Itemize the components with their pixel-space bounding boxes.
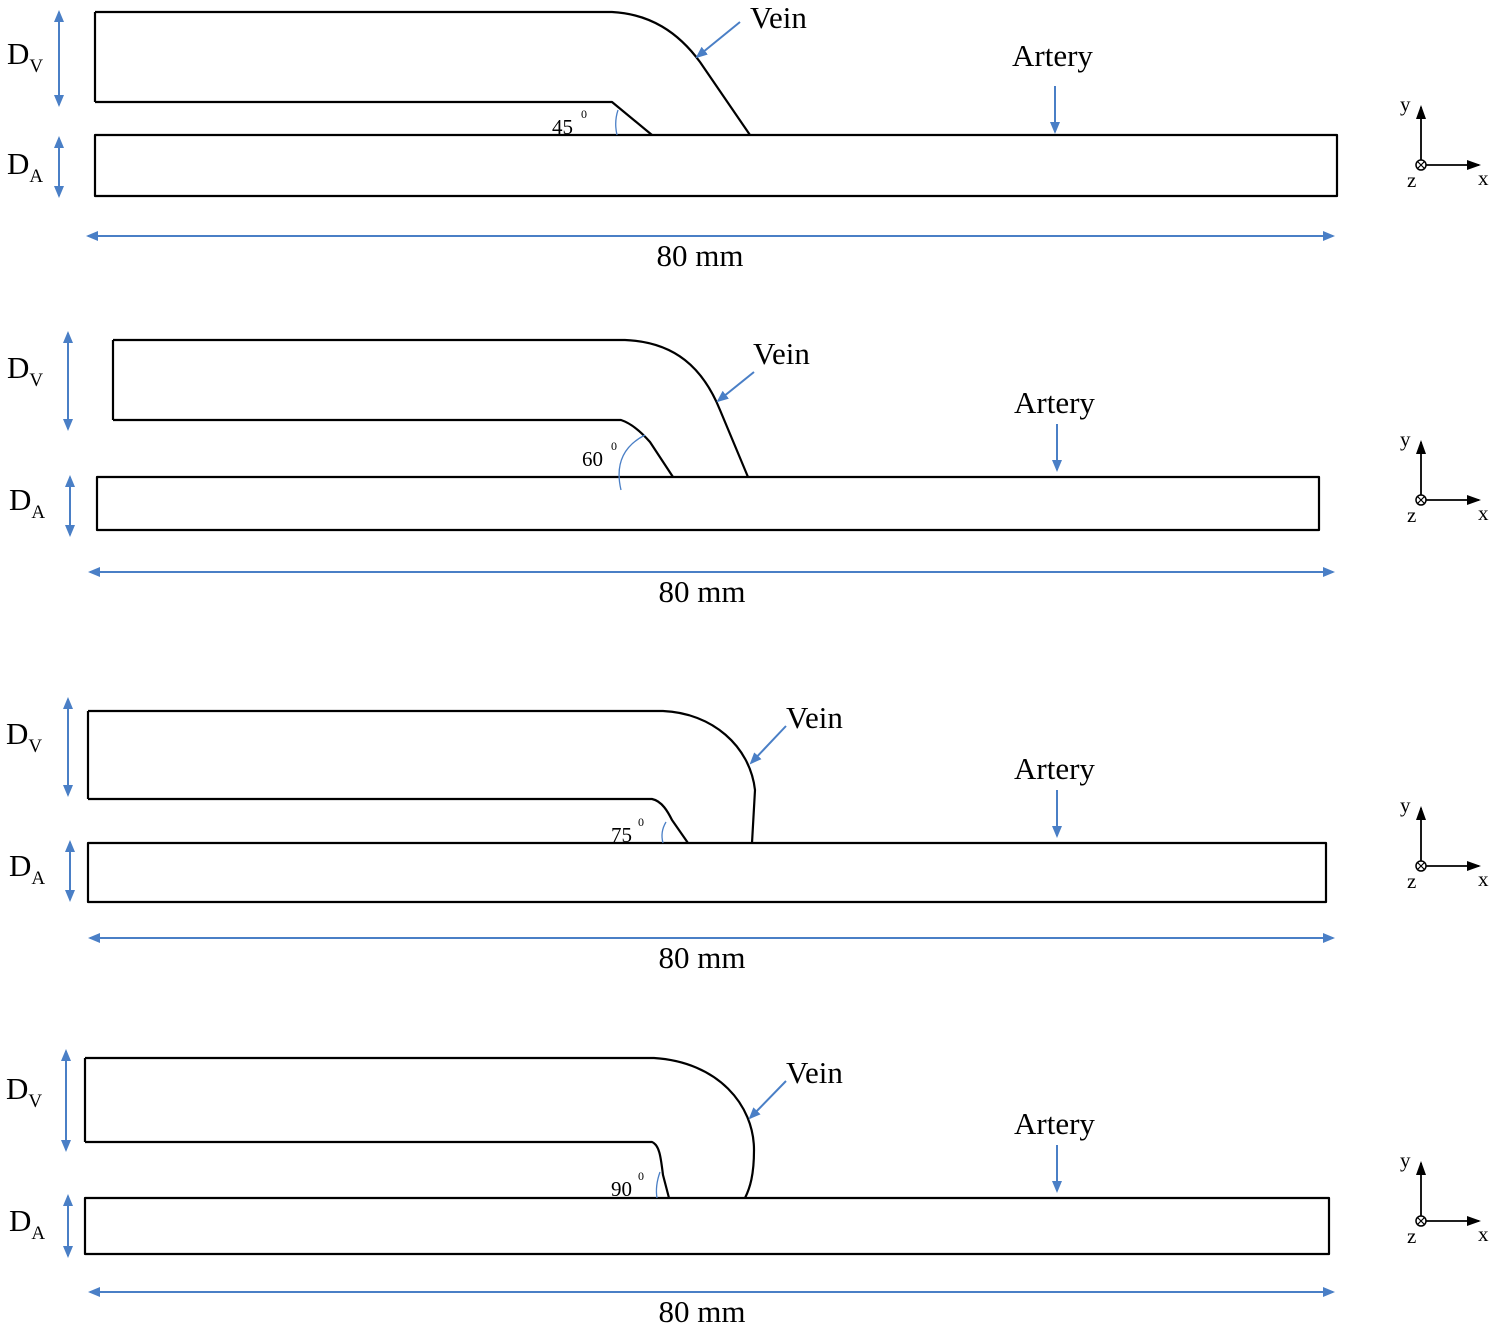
degree-superscript: 0 — [611, 439, 617, 453]
vein-diameter-label-subscript: V — [28, 736, 42, 757]
z-axis-label: z — [1407, 503, 1416, 527]
length-label: 80 mm — [659, 574, 746, 609]
x-axis-label: x — [1478, 867, 1489, 891]
vein-diameter-label-letter: D — [6, 1071, 28, 1106]
vein-label: Vein — [750, 0, 807, 35]
vein-diameter-label: DV — [6, 716, 42, 757]
z-axis-label: z — [1407, 168, 1416, 192]
artery-diameter-label: DA — [9, 1203, 45, 1244]
x-axis-label: x — [1478, 166, 1489, 190]
angle-arc — [661, 821, 667, 844]
vein-label: Vein — [786, 1055, 843, 1090]
vein-diameter-label-subscript: V — [29, 56, 43, 77]
angle-value: 60 — [582, 447, 603, 471]
angle-arc — [618, 434, 646, 491]
angle-label: 90 — [611, 1177, 632, 1201]
degree-superscript: 0 — [638, 1169, 644, 1183]
artery-diameter-label-subscript: A — [31, 502, 45, 523]
artery-diameter-label-letter: D — [7, 146, 29, 181]
y-axis-label: y — [1400, 793, 1411, 817]
vein-diameter-label: DV — [7, 36, 43, 77]
angle-arc — [655, 1171, 661, 1199]
vein-outer-wall — [88, 709, 757, 844]
vein-inner-wall — [85, 1140, 671, 1199]
vein-diameter-label-letter: D — [7, 350, 29, 385]
angle-value: 90 — [611, 1177, 632, 1201]
artery-diameter-label: DA — [9, 482, 45, 523]
vein-inner-wall — [113, 418, 674, 478]
degree-superscript: 0 — [638, 815, 644, 829]
vein-diameter-label: DV — [6, 1071, 42, 1112]
length-label: 80 mm — [659, 1294, 746, 1329]
vein-diameter-label-subscript: V — [29, 370, 43, 391]
vein-pointer-arrow — [748, 1080, 787, 1120]
artery-label: Artery — [1014, 751, 1095, 786]
y-axis-label: y — [1400, 92, 1411, 116]
vein-diameter-label-letter: D — [7, 36, 29, 71]
length-label: 80 mm — [659, 940, 746, 975]
vein-pointer-arrow — [695, 21, 741, 59]
angle-value: 45 — [552, 115, 573, 139]
angle-label: 75 — [611, 823, 632, 847]
angle-label: 45 — [552, 115, 573, 139]
artery-outline — [86, 841, 1328, 904]
vein-outer-wall — [95, 10, 751, 136]
angle-label: 60 — [582, 447, 603, 471]
artery-diameter-label-subscript: A — [31, 868, 45, 889]
coordinate-axes: y x z — [1400, 427, 1489, 527]
artery-diameter-label-subscript: A — [31, 1223, 45, 1244]
artery-diameter-label-letter: D — [9, 848, 31, 883]
artery-diameter-label-letter: D — [9, 1203, 31, 1238]
vein-diameter-label-letter: D — [6, 716, 28, 751]
vein-label: Vein — [786, 700, 843, 735]
angle-value: 75 — [611, 823, 632, 847]
artery-diameter-label: DA — [7, 146, 43, 187]
artery-outline — [83, 1196, 1331, 1256]
vein-inner-wall — [88, 797, 689, 844]
artery-diameter-label: DA — [9, 848, 45, 889]
coordinate-axes: y x z — [1400, 793, 1489, 893]
vein-pointer-arrow — [716, 371, 755, 403]
artery-label: Artery — [1012, 38, 1093, 73]
vein-label: Vein — [753, 336, 810, 371]
vein-inner-wall — [95, 100, 653, 136]
x-axis-label: x — [1478, 1222, 1489, 1246]
artery-outline — [95, 475, 1321, 532]
vein-outer-wall — [85, 1056, 756, 1199]
y-axis-label: y — [1400, 427, 1411, 451]
artery-diameter-label-letter: D — [9, 482, 31, 517]
length-label: 80 mm — [657, 238, 744, 273]
vein-outer-wall — [113, 338, 750, 478]
vein-diameter-label-subscript: V — [28, 1091, 42, 1112]
vein-diameter-label: DV — [7, 350, 43, 391]
artery-label: Artery — [1014, 1106, 1095, 1141]
coordinate-axes: y x z — [1400, 92, 1489, 192]
coordinate-axes: y x z — [1400, 1148, 1489, 1248]
artery-label: Artery — [1014, 385, 1095, 420]
degree-superscript: 0 — [581, 107, 587, 121]
x-axis-label: x — [1478, 501, 1489, 525]
artery-outline — [93, 133, 1339, 198]
artery-diameter-label-subscript: A — [29, 166, 43, 187]
angle-arc — [615, 109, 619, 136]
y-axis-label: y — [1400, 1148, 1411, 1172]
vein-pointer-arrow — [749, 725, 787, 765]
z-axis-label: z — [1407, 869, 1416, 893]
z-axis-label: z — [1407, 1224, 1416, 1248]
